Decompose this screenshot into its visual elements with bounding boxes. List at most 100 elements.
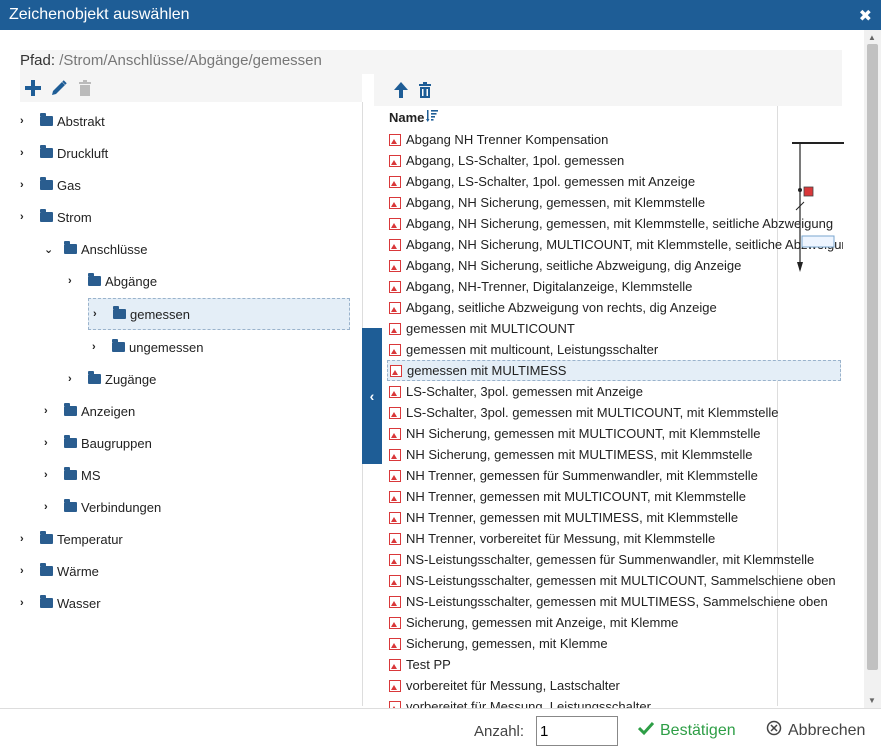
list-item[interactable]: Sicherung, gemessen, mit Klemme bbox=[389, 633, 843, 654]
list-item[interactable]: gemessen mit MULTIMESS bbox=[387, 360, 841, 381]
confirm-button[interactable]: Bestätigen bbox=[637, 720, 736, 741]
tree-node-label: ungemessen bbox=[129, 339, 204, 355]
folder-icon bbox=[64, 467, 77, 480]
tree-node[interactable]: › ungemessen bbox=[92, 336, 203, 358]
tree-node[interactable]: ›Baugruppen bbox=[44, 432, 152, 454]
list-item[interactable]: Sicherung, gemessen mit Anzeige, mit Kle… bbox=[389, 612, 843, 633]
tree-node[interactable]: ›Temperatur bbox=[20, 528, 123, 550]
tree-node[interactable]: ›gemessen bbox=[88, 298, 350, 330]
image-icon bbox=[389, 637, 401, 650]
list-item[interactable]: Abgang, NH Sicherung, MULTICOUNT, mit Kl… bbox=[389, 234, 843, 255]
folder-icon bbox=[40, 563, 53, 576]
chevron-right-icon[interactable]: › bbox=[20, 211, 24, 223]
list-item[interactable]: vorbereitet für Messung, Lastschalter bbox=[389, 675, 843, 696]
chevron-right-icon[interactable]: › bbox=[20, 179, 24, 191]
chevron-right-icon[interactable]: › bbox=[20, 147, 24, 159]
path-value: /Strom/Anschlüsse/Abgänge/gemessen bbox=[59, 52, 322, 69]
tree-node[interactable]: ›Abstrakt bbox=[20, 110, 105, 132]
tree-node-label: Abgänge bbox=[105, 273, 158, 289]
list-item[interactable]: NH Sicherung, gemessen mit MULTICOUNT, m… bbox=[389, 423, 843, 444]
collapse-panel-button[interactable]: ‹ bbox=[362, 328, 382, 464]
chevron-right-icon[interactable]: › bbox=[44, 405, 48, 417]
tree-node[interactable]: ›Druckluft bbox=[20, 142, 108, 164]
plus-icon[interactable] bbox=[24, 79, 42, 97]
chevron-right-icon[interactable]: › bbox=[20, 597, 24, 609]
dialog-scrollbar[interactable]: ▲ ▼ bbox=[864, 30, 881, 708]
chevron-right-icon[interactable]: › bbox=[92, 341, 96, 353]
tree-node[interactable]: ›Wärme bbox=[20, 560, 99, 582]
chevron-right-icon[interactable]: › bbox=[44, 437, 48, 449]
list-item[interactable]: Abgang, NH Sicherung, gemessen, mit Klem… bbox=[389, 192, 843, 213]
image-icon bbox=[389, 574, 401, 587]
chevron-left-icon: ‹ bbox=[369, 388, 375, 404]
list-item[interactable]: Abgang NH Trenner Kompensation bbox=[389, 129, 843, 150]
arrow-up-icon[interactable] bbox=[392, 81, 410, 99]
tree-node[interactable]: ›Verbindungen bbox=[44, 496, 161, 518]
chevron-right-icon[interactable]: › bbox=[68, 275, 72, 287]
sort-descending-icon[interactable] bbox=[426, 109, 439, 126]
image-icon bbox=[389, 595, 401, 608]
list-item[interactable]: NH Sicherung, gemessen mit MULTIMESS, mi… bbox=[389, 444, 843, 465]
chevron-right-icon[interactable]: › bbox=[93, 308, 97, 320]
chevron-right-icon[interactable]: › bbox=[44, 469, 48, 481]
tree-node[interactable]: › Anzeigen bbox=[44, 400, 135, 422]
image-icon bbox=[389, 196, 401, 209]
list-item[interactable]: Abgang, LS-Schalter, 1pol. gemessen bbox=[389, 150, 843, 171]
image-icon bbox=[389, 238, 401, 251]
image-icon bbox=[389, 616, 401, 629]
list-item[interactable]: Abgang, LS-Schalter, 1pol. gemessen mit … bbox=[389, 171, 843, 192]
list-item-label: NH Trenner, vorbereitet für Messung, mit… bbox=[406, 531, 716, 546]
list-item[interactable]: NH Trenner, vorbereitet für Messung, mit… bbox=[389, 528, 843, 549]
scrollbar-thumb[interactable] bbox=[867, 44, 878, 670]
chevron-right-icon[interactable]: › bbox=[20, 565, 24, 577]
tree-node[interactable]: ›Gas bbox=[20, 174, 81, 196]
cancel-button[interactable]: Abbrechen bbox=[766, 720, 865, 741]
folder-icon bbox=[40, 595, 53, 608]
tree-node[interactable]: ›Strom bbox=[20, 206, 92, 228]
list-item[interactable]: Abgang, seitliche Abzweigung von rechts,… bbox=[389, 297, 843, 318]
chevron-down-icon[interactable]: ⌄ bbox=[44, 243, 54, 256]
column-header-name[interactable]: Name bbox=[389, 109, 439, 126]
pencil-icon[interactable] bbox=[50, 79, 68, 97]
list-item[interactable]: Abgang, NH Sicherung, seitliche Abzweigu… bbox=[389, 255, 843, 276]
chevron-right-icon[interactable]: › bbox=[68, 373, 72, 385]
list-item[interactable]: LS-Schalter, 3pol. gemessen mit Anzeige bbox=[389, 381, 843, 402]
count-input[interactable] bbox=[536, 716, 618, 746]
list-item-label: LS-Schalter, 3pol. gemessen mit Anzeige bbox=[406, 384, 644, 399]
tree-node[interactable]: › Abgänge bbox=[68, 270, 157, 292]
list-item[interactable]: Test PP bbox=[389, 654, 843, 675]
tree-node[interactable]: ⌄Anschlüsse bbox=[44, 238, 147, 260]
list-item-label: NH Sicherung, gemessen mit MULTICOUNT, m… bbox=[406, 426, 761, 441]
list-item[interactable]: NS-Leistungsschalter, gemessen mit MULTI… bbox=[389, 570, 843, 591]
path-label: Pfad: bbox=[20, 52, 56, 69]
image-icon bbox=[389, 511, 401, 524]
close-icon[interactable]: ✖ bbox=[858, 8, 872, 25]
list-item[interactable]: NH Trenner, gemessen mit MULTICOUNT, mit… bbox=[389, 486, 843, 507]
scroll-up-icon[interactable]: ▲ bbox=[868, 33, 876, 42]
trash-icon[interactable] bbox=[416, 81, 434, 99]
list-item-label: Sicherung, gemessen, mit Klemme bbox=[406, 636, 608, 651]
chevron-right-icon[interactable]: › bbox=[20, 115, 24, 127]
list-item[interactable]: Abgang, NH-Trenner, Digitalanzeige, Klem… bbox=[389, 276, 843, 297]
image-icon bbox=[389, 280, 401, 293]
list-item[interactable]: NH Trenner, gemessen mit MULTIMESS, mit … bbox=[389, 507, 843, 528]
folder-icon bbox=[40, 177, 53, 190]
tree-node[interactable]: ›Zugänge bbox=[68, 368, 156, 390]
list-item[interactable]: gemessen mit MULTICOUNT bbox=[389, 318, 843, 339]
scroll-down-icon[interactable]: ▼ bbox=[868, 696, 876, 705]
list-item-label: Abgang, LS-Schalter, 1pol. gemessen mit … bbox=[406, 174, 696, 189]
list-item[interactable]: LS-Schalter, 3pol. gemessen mit MULTICOU… bbox=[389, 402, 843, 423]
list-item[interactable]: Abgang, NH Sicherung, gemessen, mit Klem… bbox=[389, 213, 843, 234]
tree-node[interactable]: ›MS bbox=[44, 464, 101, 486]
list-item[interactable]: NS-Leistungsschalter, gemessen für Summe… bbox=[389, 549, 843, 570]
tree-node[interactable]: ›Wasser bbox=[20, 592, 101, 614]
list-item-label: NS-Leistungsschalter, gemessen mit MULTI… bbox=[406, 594, 828, 609]
folder-icon bbox=[40, 145, 53, 158]
list-item[interactable]: gemessen mit multicount, Leistungsschalt… bbox=[389, 339, 843, 360]
list-item[interactable]: NH Trenner, gemessen für Summenwandler, … bbox=[389, 465, 843, 486]
chevron-right-icon[interactable]: › bbox=[20, 533, 24, 545]
chevron-right-icon[interactable]: › bbox=[44, 501, 48, 513]
list-item[interactable]: NS-Leistungsschalter, gemessen mit MULTI… bbox=[389, 591, 843, 612]
tree-node-label: Anzeigen bbox=[81, 403, 136, 419]
list-toolbar bbox=[374, 74, 842, 106]
